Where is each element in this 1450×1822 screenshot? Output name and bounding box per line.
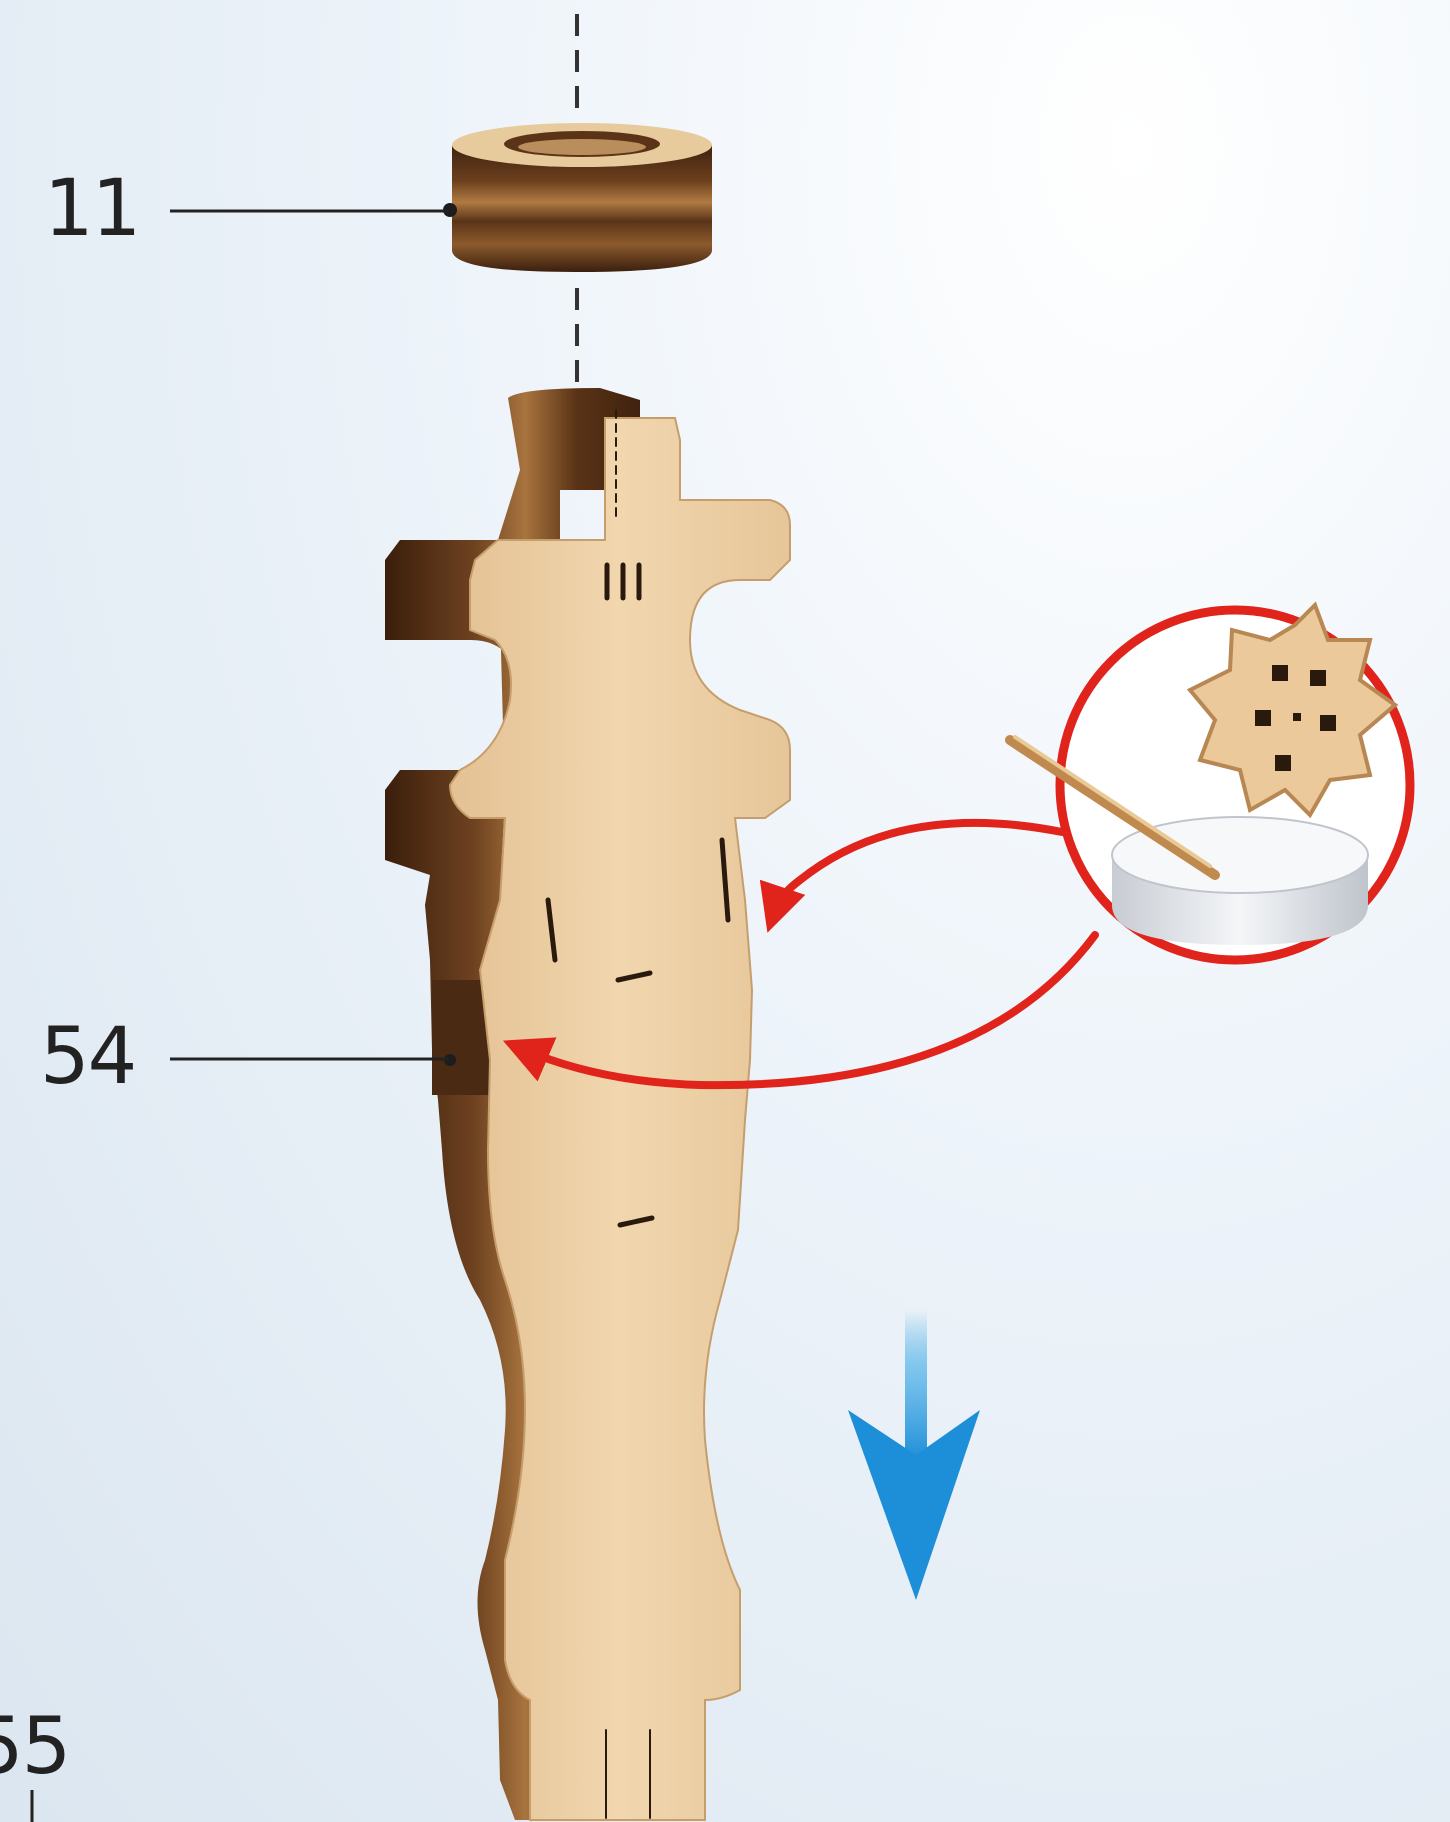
- part-label-54: 54: [40, 1018, 135, 1096]
- glue-tealight-toothpick-icon: [1010, 605, 1410, 960]
- part-11-ring: [443, 123, 712, 272]
- part-label-11: 11: [44, 170, 139, 248]
- part-label-55: 55: [0, 1708, 69, 1786]
- arrow-down-icon: [848, 1310, 980, 1600]
